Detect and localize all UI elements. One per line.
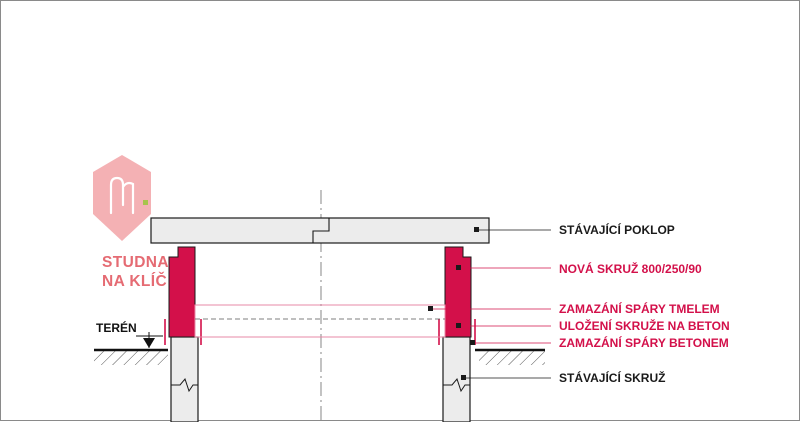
logo-glyph — [109, 176, 135, 215]
marker-new-ring — [456, 265, 461, 270]
joint-outline-rect — [194, 304, 446, 338]
label-new-ring: NOVÁ SKRUŽ 800/250/90 — [559, 261, 702, 276]
break-line-right — [443, 377, 470, 393]
logo-dot — [143, 200, 148, 205]
labels: STÁVAJÍCÍ POKLOP NOVÁ SKRUŽ 800/250/90 Z… — [559, 222, 730, 385]
marker-ring-on-concrete — [456, 323, 461, 328]
label-existing-ring: STÁVAJÍCÍ SKRUŽ — [559, 370, 665, 385]
leaders — [428, 227, 551, 380]
label-joint-concrete: ZAMAZÁNÍ SPÁRY BETONEM — [559, 335, 729, 350]
break-line-left — [171, 377, 198, 393]
logo: STUDNA NA KLÍČ — [93, 155, 169, 290]
terrain: TERÉN — [94, 320, 545, 365]
terrain-hatch-right — [479, 351, 545, 365]
existing-ring — [170, 336, 471, 422]
cover-joint — [312, 218, 330, 243]
new-ring-left — [168, 246, 196, 338]
label-joint-mortar: ZAMAZÁNÍ SPÁRY TMELEM — [559, 301, 720, 316]
new-ring — [164, 246, 476, 345]
logo-line2: NA KLÍČ — [102, 272, 167, 290]
marker-joint-concrete — [470, 340, 475, 345]
terrain-hatch-left — [94, 351, 168, 365]
existing-cover — [150, 217, 490, 244]
label-ring-on-concrete: ULOŽENÍ SKRUŽE NA BETON — [559, 318, 730, 333]
joint-outline — [194, 304, 446, 338]
marker-joint-mortar — [428, 306, 433, 311]
marker-existing-ring — [461, 375, 466, 380]
terrain-label: TERÉN — [96, 320, 137, 335]
label-existing-cover: STÁVAJÍCÍ POKLOP — [559, 222, 675, 237]
logo-line1: STUDNA — [102, 254, 169, 271]
marker-cover — [474, 227, 479, 232]
